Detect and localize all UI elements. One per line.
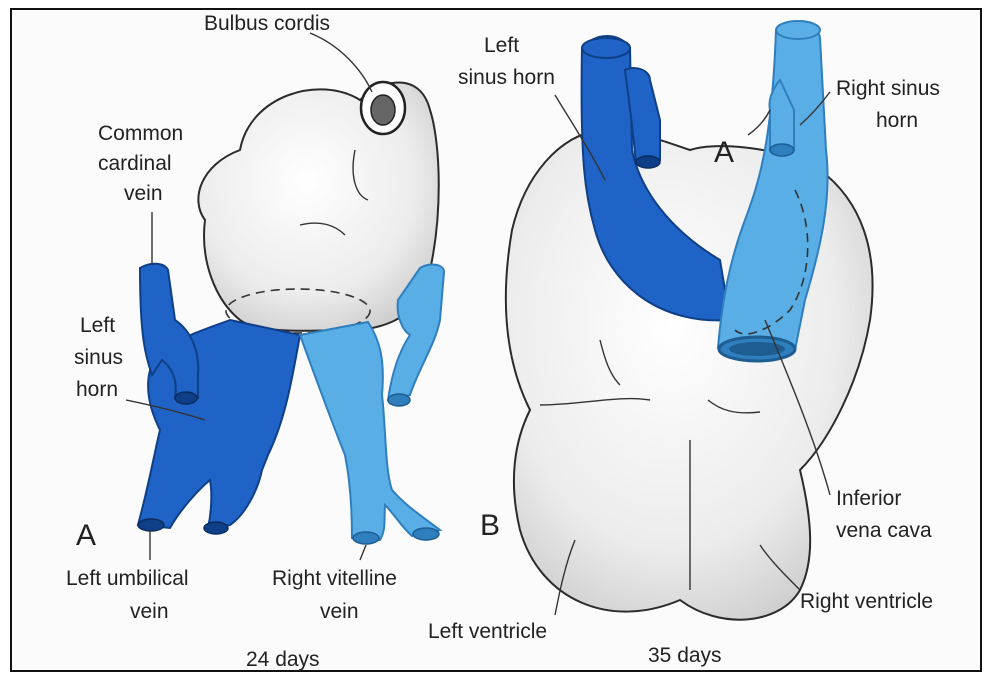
label-left-umbilical-vein-1: Left umbilical xyxy=(66,567,189,590)
panel-b-days: 35 days xyxy=(648,644,722,667)
panel-b-letter: B xyxy=(480,509,500,542)
label-left-sinus-horn-b-2: sinus horn xyxy=(458,66,555,89)
label-right-vitelline-vein-1: Right vitelline xyxy=(272,567,397,590)
label-left-sinus-horn-b-1: Left xyxy=(484,34,519,57)
label-common-cardinal-vein-3: vein xyxy=(124,182,163,205)
panel-a-letter: A xyxy=(76,519,96,552)
label-right-sinus-horn-2: horn xyxy=(876,109,918,132)
label-right-vitelline-vein-2: vein xyxy=(320,600,359,623)
label-inferior-vena-cava-2: vena cava xyxy=(836,519,932,542)
label-common-cardinal-vein-1: Common xyxy=(98,122,183,145)
label-right-sinus-horn-1: Right sinus xyxy=(836,77,940,100)
panel-a-days: 24 days xyxy=(246,648,320,671)
label-left-umbilical-vein-2: vein xyxy=(130,600,169,623)
label-left-sinus-horn-a-3: horn xyxy=(76,378,118,401)
label-common-cardinal-vein-2: cardinal xyxy=(98,152,172,175)
panel-b-a-marker: A xyxy=(714,136,734,169)
label-left-sinus-horn-a-2: sinus xyxy=(74,346,123,369)
label-right-ventricle: Right ventricle xyxy=(800,590,933,613)
label-left-ventricle: Left ventricle xyxy=(428,620,547,643)
panel-b: Left sinus horn A Right sinus horn Infer… xyxy=(428,21,940,667)
label-left-sinus-horn-a-1: Left xyxy=(80,314,115,337)
panel-a: Bulbus cordis Common cardinal vein Left … xyxy=(66,12,444,671)
label-inferior-vena-cava-1: Inferior xyxy=(836,487,901,510)
label-bulbus-cordis: Bulbus cordis xyxy=(204,12,330,35)
